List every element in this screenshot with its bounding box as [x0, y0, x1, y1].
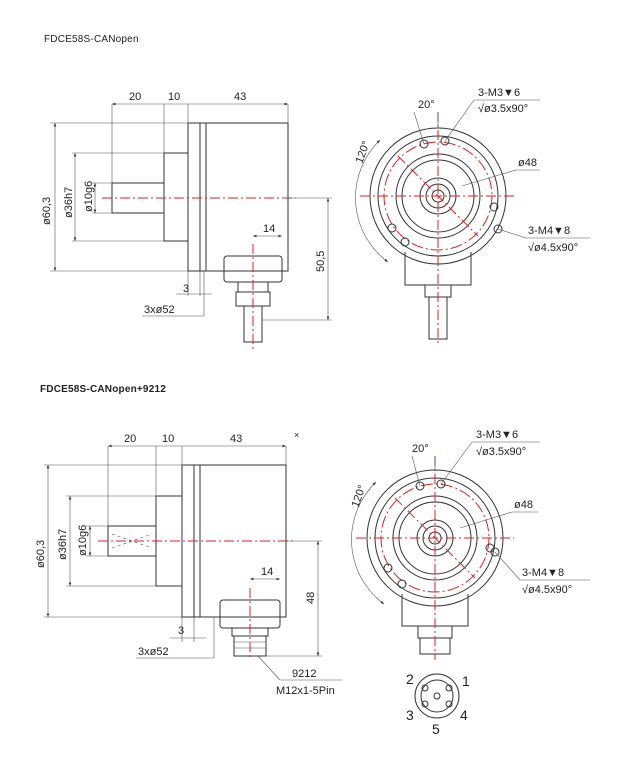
hole-m4 [397, 579, 407, 589]
dim-d10g6: ø10g6 [83, 181, 95, 212]
pin-5 [433, 692, 441, 700]
hole-m3-csk: √ø3.5x90° [476, 446, 526, 458]
pin-diagram: 1 2 3 4 5 [406, 671, 470, 737]
angle-20: 20° [412, 443, 429, 455]
pin-label-2: 2 [406, 671, 414, 687]
hole-m3 [419, 139, 429, 149]
top-front-view: 120° 20° 3-M3▼6 √ø3.5x90° ø48 3-M4▼8 √ø4… [354, 87, 590, 346]
dim-d60-3: ø60,3 [41, 197, 53, 225]
hole-m4-label: 3-M4▼8 [528, 225, 570, 237]
dim-d48-front: ø48 [518, 157, 537, 169]
hole-m3-csk: √ø3.5x90° [478, 103, 528, 115]
pin-label-1: 1 [462, 673, 470, 689]
hole-m3 [440, 136, 450, 146]
hole-m4-label: 3-M4▼8 [522, 567, 564, 579]
dim-20: 20 [129, 91, 141, 103]
connector-model: 9212 [292, 668, 316, 680]
angle-120: 120° [350, 484, 369, 509]
marker-x: × [294, 430, 299, 440]
hole-m3-label: 3-M3▼6 [476, 429, 518, 441]
pin-4 [445, 700, 453, 708]
dim-43: 43 [230, 433, 242, 445]
hole-m3 [485, 543, 495, 553]
pin-label-3: 3 [406, 707, 414, 723]
pin-label-5: 5 [432, 721, 440, 737]
pin-1 [445, 684, 453, 692]
bottom-side-view: 20 10 43 × ø60,3 ø36h7 ø10g6 14 48 3 3xø… [35, 430, 342, 697]
dim-14: 14 [261, 566, 273, 578]
dim-20: 20 [124, 433, 136, 445]
dim-3x52: 3xø52 [138, 646, 169, 658]
dim-d48-front: ø48 [514, 499, 533, 511]
dim-d36h7: ø36h7 [63, 187, 75, 218]
connector-spec: M12x1-5Pin [276, 685, 335, 697]
pin-3 [421, 700, 429, 708]
top-side-view: 20 10 43 ø60,3 ø36h7 ø10g6 14 50,5 3 3xø… [41, 91, 332, 350]
hole-m4 [493, 224, 503, 234]
title-top: FDCE58S-CANopen [44, 34, 139, 45]
bottom-front-view: 120° 20° 3-M3▼6 √ø3.5x90° ø48 3-M4▼8 √ø4… [350, 429, 590, 660]
hole-m3 [436, 479, 446, 489]
dim-d36h7: ø36h7 [57, 529, 69, 560]
dim-3x52: 3xø52 [144, 304, 175, 316]
hole-m3 [489, 202, 499, 212]
dim-10: 10 [162, 433, 174, 445]
hole-m4 [490, 547, 500, 557]
dim-14: 14 [263, 223, 275, 235]
dim-48: 48 [305, 592, 317, 604]
dim-3: 3 [183, 283, 189, 295]
pin-label-4: 4 [460, 707, 468, 723]
hole-m4 [383, 563, 393, 573]
hole-m4 [400, 237, 410, 247]
encoder-body [187, 122, 289, 272]
hole-m4-csk: √ø4.5x90° [528, 242, 578, 254]
hole-m4 [387, 223, 397, 233]
dim-43: 43 [234, 91, 246, 103]
dim-d60-3: ø60,3 [35, 540, 47, 568]
dim-d10g6: ø10g6 [77, 525, 89, 556]
hole-m3 [415, 481, 425, 491]
hole-m3-label: 3-M3▼6 [478, 87, 520, 99]
angle-20: 20° [418, 99, 435, 111]
hole-m4-csk: √ø4.5x90° [522, 584, 572, 596]
pin-2 [421, 684, 429, 692]
dim-3: 3 [178, 625, 184, 637]
dim-10: 10 [168, 91, 180, 103]
pin-connector-outer [414, 673, 460, 719]
shaft-collar [163, 152, 189, 242]
dim-50-5: 50,5 [315, 251, 327, 272]
title-bottom: FDCE58S-CANopen+9212 [40, 384, 166, 395]
